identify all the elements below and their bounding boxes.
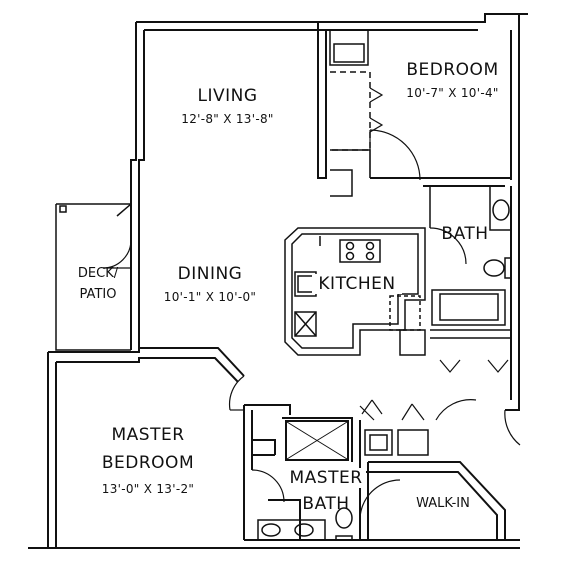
living-dimensions: 12'-8" X 13'-8" [181, 112, 274, 126]
patio-label: PATIO [79, 287, 117, 302]
deck-label: DECK/ [77, 266, 119, 281]
kitchen-outline [284, 227, 426, 356]
kitchen-label: KITCHEN [312, 274, 402, 295]
master-bedroom-dimensions: 13'-0" X 13'-2" [101, 482, 195, 496]
bedroom-dimensions: 10'-7" X 10'-4" [406, 86, 499, 100]
bedroom-label: BEDROOM [406, 60, 499, 80]
dining-label: DINING [177, 264, 243, 284]
door-swings [102, 87, 521, 521]
dining-dimensions: 10'-1" X 10'-0" [163, 290, 257, 304]
master-bath-label-line1: MASTER [286, 468, 366, 489]
walkin-label: WALK-IN [416, 496, 470, 511]
closets [329, 30, 429, 456]
deck-patio-outline [55, 203, 132, 351]
bath-label: BATH [441, 224, 489, 244]
master-bath-label-line2: BATH [302, 494, 350, 514]
master-bedroom-label-line1: MASTER [111, 425, 185, 445]
master-bath-fixtures [257, 507, 353, 541]
bath-fixtures [429, 186, 512, 339]
living-label: LIVING [197, 86, 258, 106]
master-bedroom-label-line2: BEDROOM [101, 453, 195, 473]
